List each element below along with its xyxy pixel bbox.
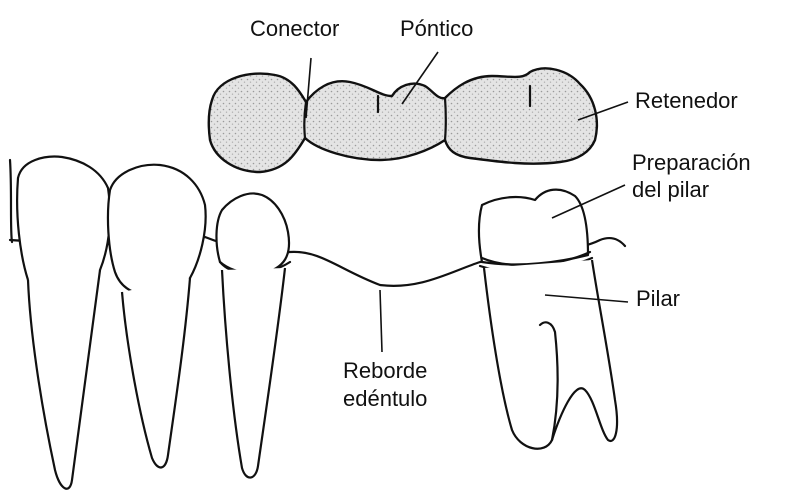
label-edentulous-2: edéntulo [343, 386, 427, 411]
label-abutment-prep-1: Preparación [632, 150, 751, 175]
label-pontic: Póntico [400, 16, 473, 41]
tooth-left-1 [10, 157, 110, 489]
label-connector: Conector [250, 16, 339, 41]
label-edentulous-1: Reborde [343, 358, 427, 383]
label-retainer: Retenedor [635, 88, 738, 113]
label-abutment-prep-2: del pilar [632, 177, 709, 202]
tooth-left-2 [108, 165, 206, 468]
bridge-prosthesis [209, 68, 597, 172]
abutment-tooth [479, 190, 617, 449]
leader-edentulous [380, 290, 382, 352]
tooth-left-3 [216, 193, 290, 477]
label-abutment: Pilar [636, 286, 680, 311]
